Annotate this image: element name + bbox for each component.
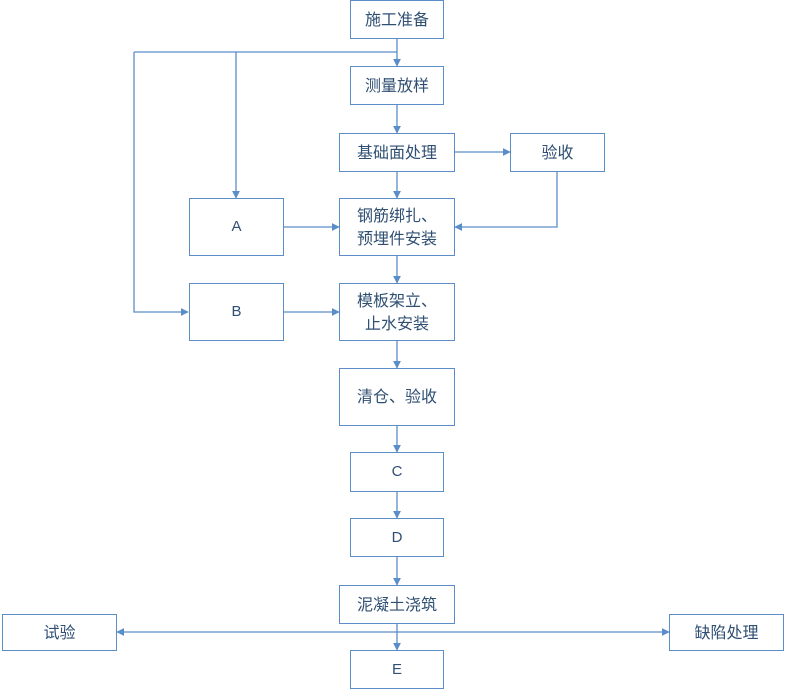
- node-formwork-line2: 止水安装: [364, 314, 429, 333]
- node-formwork-line1: 模板架立、: [356, 290, 437, 310]
- node-clean-accept: 清仓、验收: [339, 368, 455, 426]
- node-rebar-embedded: 钢筋绑扎、 预埋件安装: [339, 198, 455, 256]
- node-acceptance-label: 验收: [541, 142, 574, 162]
- node-c-label: C: [391, 463, 403, 481]
- node-survey-layout-label: 测量放样: [364, 75, 429, 95]
- node-a-label: A: [231, 218, 242, 236]
- node-test: 试验: [2, 614, 117, 651]
- edge-accept-rebar: [454, 172, 558, 231]
- node-e: E: [350, 650, 444, 689]
- node-acceptance: 验收: [510, 133, 605, 172]
- node-foundation-treatment: 基础面处理: [339, 133, 455, 172]
- node-a: A: [189, 198, 284, 256]
- node-concrete-pouring-label: 泥凝土浇筑: [356, 594, 437, 614]
- node-construction-prep: 施工准备: [350, 0, 444, 39]
- node-clean-accept-label: 清仓、验收: [356, 387, 437, 407]
- node-b: B: [189, 283, 284, 341]
- node-formwork-waterstop: 模板架立、 止水安装: [339, 283, 455, 341]
- edge-to-b: [133, 52, 189, 316]
- node-e-label: E: [391, 660, 402, 678]
- node-rebar-line1: 钢筋绑扎、: [356, 205, 437, 225]
- node-concrete-pouring: 泥凝土浇筑: [339, 585, 455, 624]
- node-b-label: B: [231, 303, 242, 321]
- node-foundation-treatment-label: 基础面处理: [356, 142, 437, 162]
- node-test-label: 试验: [43, 622, 76, 642]
- node-d: D: [350, 518, 444, 557]
- node-defect-treatment-label: 缺陷处理: [694, 622, 759, 642]
- node-defect-treatment: 缺陷处理: [669, 614, 784, 651]
- node-construction-prep-label: 施工准备: [364, 9, 429, 29]
- node-c: C: [350, 452, 444, 492]
- node-d-label: D: [391, 528, 403, 546]
- node-survey-layout: 测量放样: [350, 66, 444, 105]
- node-rebar-line2: 预埋件安装: [356, 229, 437, 248]
